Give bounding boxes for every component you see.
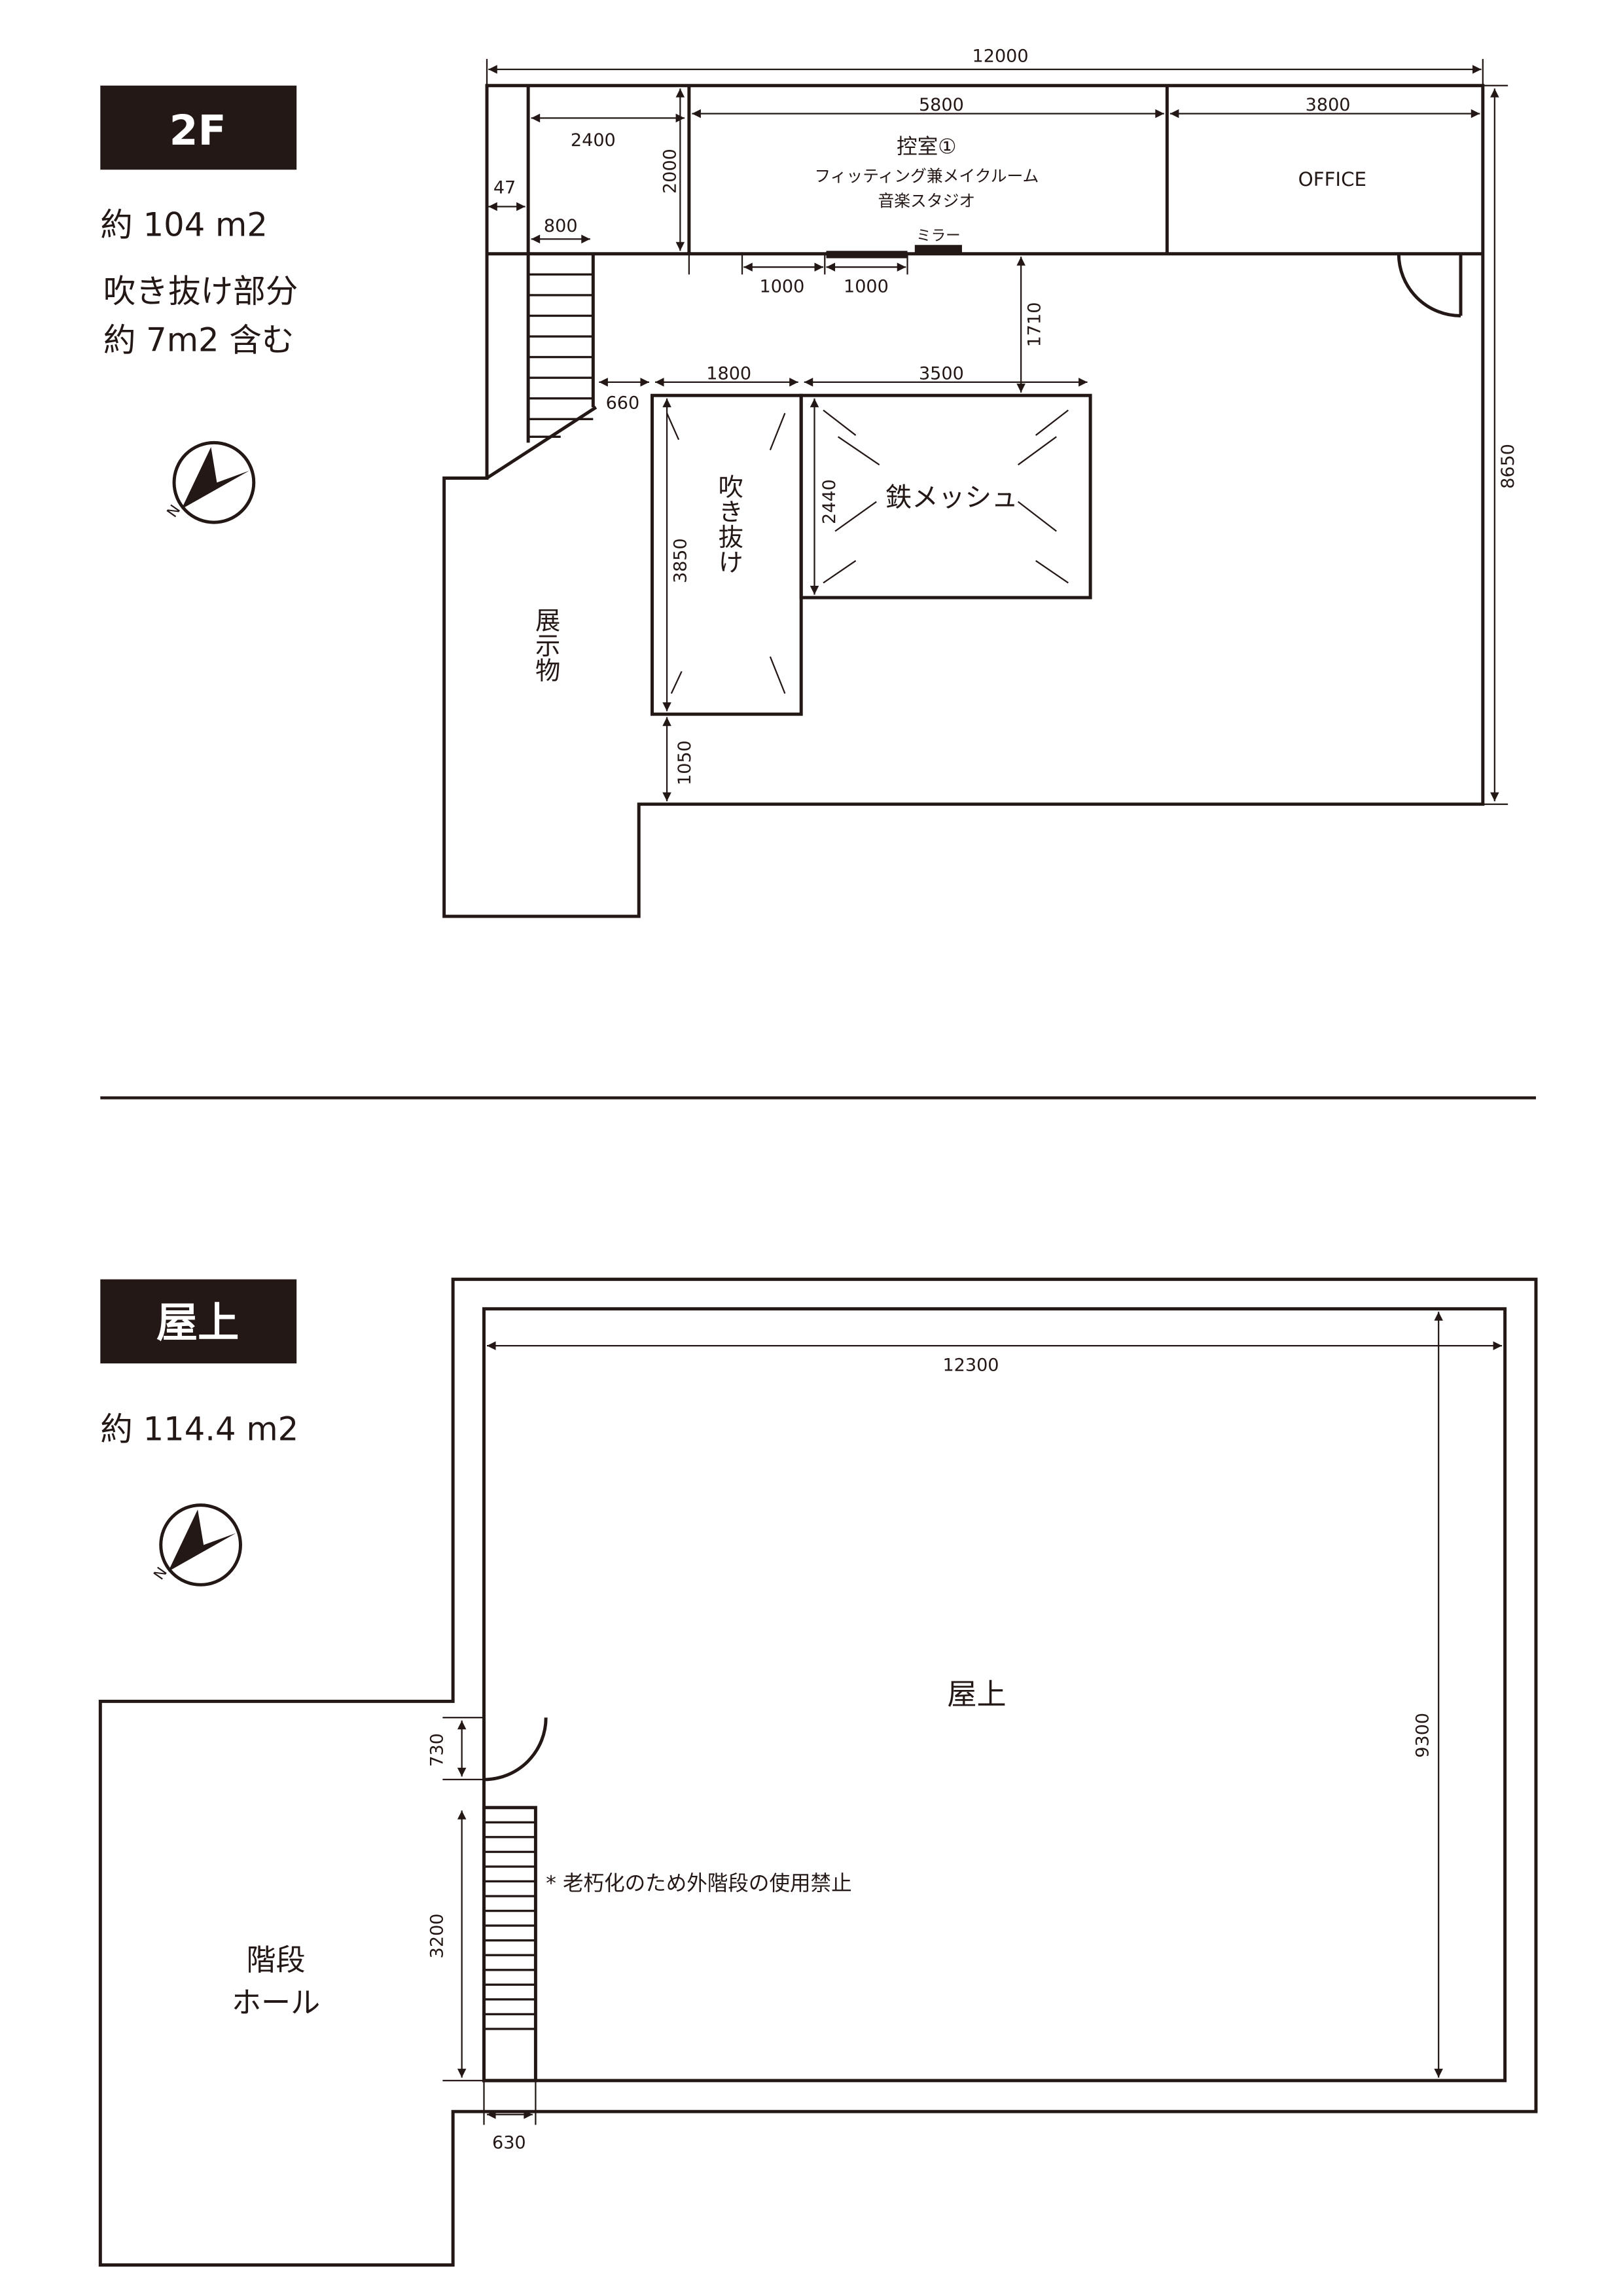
room-label-hikae: 控室① — [897, 135, 956, 158]
door — [482, 1717, 548, 1782]
north-compass-icon: N — [164, 440, 256, 524]
mesh-label: 鉄メッシュ — [885, 481, 1018, 512]
mirror-label: ミラー — [916, 227, 961, 244]
floor-badge-label: 屋上 — [156, 1299, 239, 1347]
north-compass-icon: N — [151, 1503, 242, 1587]
void-label: 吹き抜け — [714, 474, 743, 574]
floor-2f-legend: 2F 約 104 m2 吹き抜け部分 約 7m2 含む N — [100, 85, 298, 524]
display-label: 展示物 — [531, 607, 561, 683]
dim-label: 47 — [493, 177, 516, 198]
dim-label: 12300 — [942, 1355, 999, 1375]
dim-label: 9300 — [1412, 1713, 1433, 1758]
staircase — [528, 273, 594, 439]
door — [1397, 253, 1463, 317]
dim-label: 1710 — [1024, 302, 1044, 348]
dim-label: 1050 — [675, 740, 695, 785]
room-label-office: OFFICE — [1298, 168, 1366, 190]
note-line: 吹き抜け部分 — [103, 272, 298, 310]
room-sublabel: フィッティング兼メイクルーム — [814, 166, 1039, 185]
staircase — [482, 1806, 537, 2083]
roof-legend: 屋上 約 114.4 m2 N — [100, 1279, 298, 1587]
dim-label: 8650 — [1498, 444, 1518, 489]
dim-label: 5800 — [919, 95, 964, 115]
stair-hall-label: 階段 — [247, 1943, 306, 1977]
dim-label: 730 — [427, 1733, 447, 1767]
room-sublabel: 音楽スタジオ — [878, 192, 976, 211]
roof-label: 屋上 — [947, 1677, 1006, 1712]
dim-label: 2000 — [660, 149, 681, 194]
dim-label: 1000 — [844, 276, 889, 296]
mirror-bar — [826, 251, 908, 259]
floor-2f-plan: 12000 2400 5800 3800 47 2000 800 1000 10… — [442, 46, 1518, 918]
dim-label: 3800 — [1306, 95, 1351, 115]
dim-label: 630 — [492, 2133, 526, 2153]
dim-label: 800 — [544, 216, 578, 236]
dim-label: 2440 — [819, 479, 840, 524]
floor-badge — [100, 85, 297, 170]
area-text: 約 114.4 m2 — [100, 1410, 298, 1448]
dim-label: 3500 — [919, 363, 964, 384]
dim-label: 2400 — [571, 130, 616, 151]
dim-label: 3850 — [670, 538, 690, 583]
dim-label: 12000 — [972, 46, 1029, 67]
area-text: 約 104 m2 — [100, 206, 268, 244]
floor-badge-label: 2F — [169, 106, 226, 154]
floor-badge — [100, 1279, 297, 1364]
dim-label: 660 — [606, 393, 640, 413]
warning-note: * 老朽化のため外階段の使用禁止 — [546, 1872, 851, 1895]
dim-label: 3200 — [427, 1913, 447, 1958]
note-line: 約 7m2 含む — [103, 321, 294, 359]
dim-label: 1000 — [759, 276, 804, 296]
roof-plan: 12300 9300 730 3200 630 屋上 * 老朽化のため外階段の使… — [98, 1278, 1538, 2267]
stair-hall-label: ホール — [232, 1985, 320, 2020]
dim-label: 1800 — [706, 363, 751, 384]
mesh-area — [799, 393, 1092, 600]
